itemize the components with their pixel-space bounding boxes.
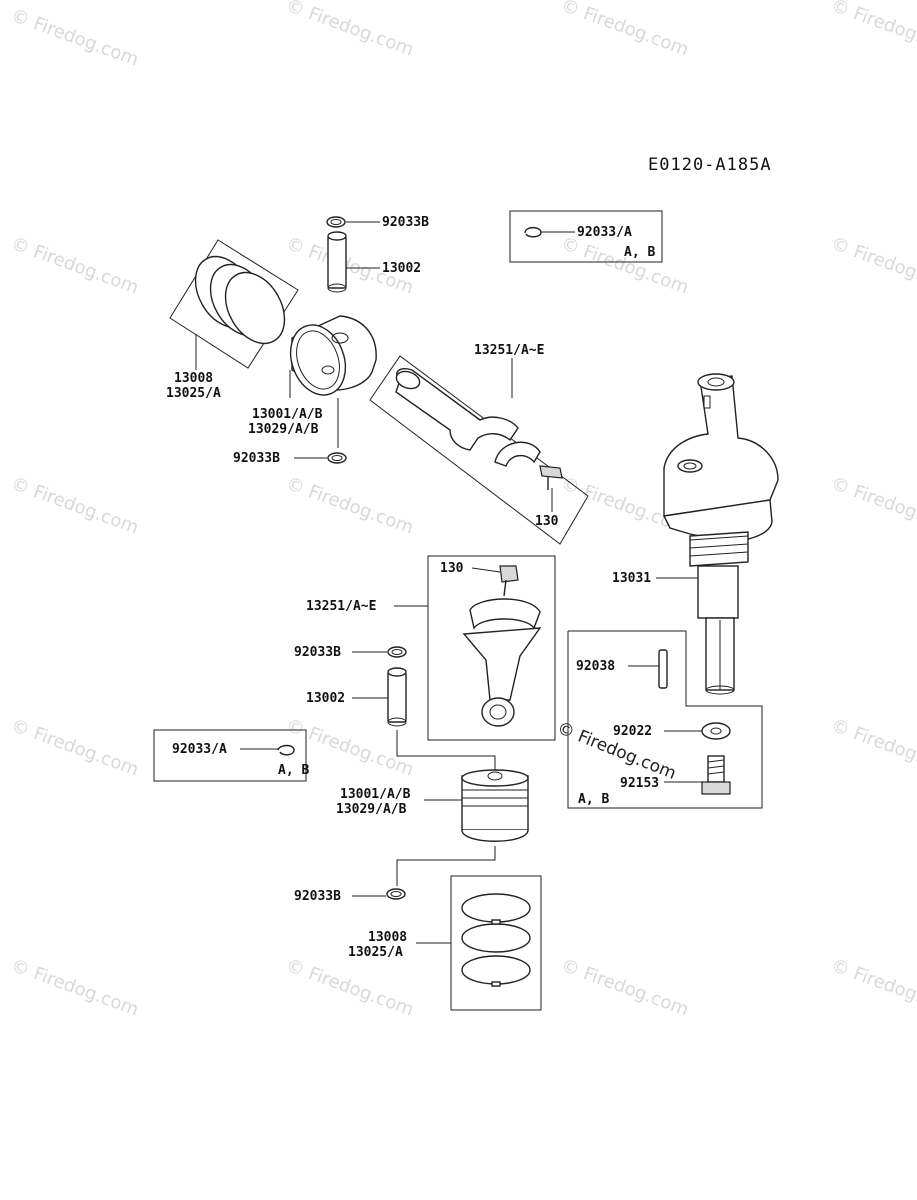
- inset-box-top: 92033/A A, B: [509, 210, 663, 263]
- watermark: © Firedog.com: [8, 233, 141, 299]
- bottom-clip: [386, 888, 406, 900]
- label-top-rings-a: 13008: [174, 371, 213, 386]
- label-bottom-rings-a: 13008: [368, 930, 407, 945]
- top-piston-pin: [327, 231, 347, 293]
- top-clip: [326, 216, 346, 228]
- watermark: © Firedog.com: [828, 473, 917, 539]
- diagram-code: E0120-A185A: [648, 155, 772, 175]
- watermark: © Firedog.com: [558, 955, 691, 1021]
- watermark-layer: © Firedog.com © Firedog.com © Firedog.co…: [8, 0, 917, 1020]
- top-clip-lower: [327, 452, 347, 464]
- label-bottom-piston-b: 13029/A/B: [336, 802, 407, 817]
- mid-piston-pin: [387, 667, 407, 727]
- label-bottom-rings-b: 13025/A: [348, 945, 403, 960]
- label-key: 92038: [576, 659, 615, 674]
- label-inset-ab: A, B: [624, 245, 655, 260]
- label-left-inset-ab: A, B: [278, 763, 309, 778]
- bottom-piston: [461, 769, 529, 842]
- watermark: © Firedog.com: [8, 955, 141, 1021]
- watermark: © Firedog.com: [8, 715, 141, 781]
- label-mid-clip: 92033B: [294, 645, 341, 660]
- label-top-bolt: 130: [535, 514, 559, 529]
- crankshaft: [662, 373, 779, 695]
- label-left-inset-clip: 92033/A: [172, 742, 227, 757]
- label-mid-pin: 13002: [306, 691, 345, 706]
- label-bottom-clip: 92033B: [294, 889, 341, 904]
- label-top-clip: 92033B: [382, 215, 429, 230]
- watermark: © Firedog.com: [558, 0, 691, 60]
- inset-box-left: 92033/A A, B: [153, 729, 309, 782]
- label-top-piston-b: 13029/A/B: [248, 422, 319, 437]
- label-top-rod-assy: 13251/A~E: [474, 343, 544, 358]
- top-rod-assy: [369, 355, 589, 545]
- watermark: © Firedog.com: [8, 5, 141, 71]
- label-top-pin: 13002: [382, 261, 421, 276]
- label-top-clip-lower: 92033B: [233, 451, 280, 466]
- watermark: © Firedog.com: [828, 233, 917, 299]
- top-rings-set: [169, 239, 299, 369]
- label-crank-inset-ab: A, B: [578, 792, 609, 807]
- label-top-rings-b: 13025/A: [166, 386, 221, 401]
- label-top-piston-a: 13001/A/B: [252, 407, 323, 422]
- watermark: © Firedog.com: [828, 955, 917, 1021]
- watermark: © Firedog.com: [283, 473, 416, 539]
- inset-box-crank: [567, 630, 763, 809]
- bottom-rings-set: [450, 875, 542, 1011]
- label-mid-bolt: 130: [440, 561, 464, 576]
- label-inset-clip: 92033/A: [577, 225, 632, 240]
- label-washer: 92022: [613, 724, 652, 739]
- watermark: © Firedog.com: [558, 233, 691, 299]
- watermark: © Firedog.com: [283, 0, 416, 60]
- watermark: © Firedog.com: [8, 473, 141, 539]
- label-bolt-923: 92153: [620, 776, 659, 791]
- label-crankshaft: 13031: [612, 571, 651, 586]
- mid-rod-assy: [427, 555, 556, 741]
- label-bottom-piston-a: 13001/A/B: [340, 787, 411, 802]
- watermark: © Firedog.com: [828, 0, 917, 60]
- mid-clip: [387, 646, 407, 658]
- top-piston: [289, 315, 377, 396]
- watermark: © Firedog.com: [283, 955, 416, 1021]
- watermark: © Firedog.com: [828, 715, 917, 781]
- label-mid-rod-assy: 13251/A~E: [306, 599, 376, 614]
